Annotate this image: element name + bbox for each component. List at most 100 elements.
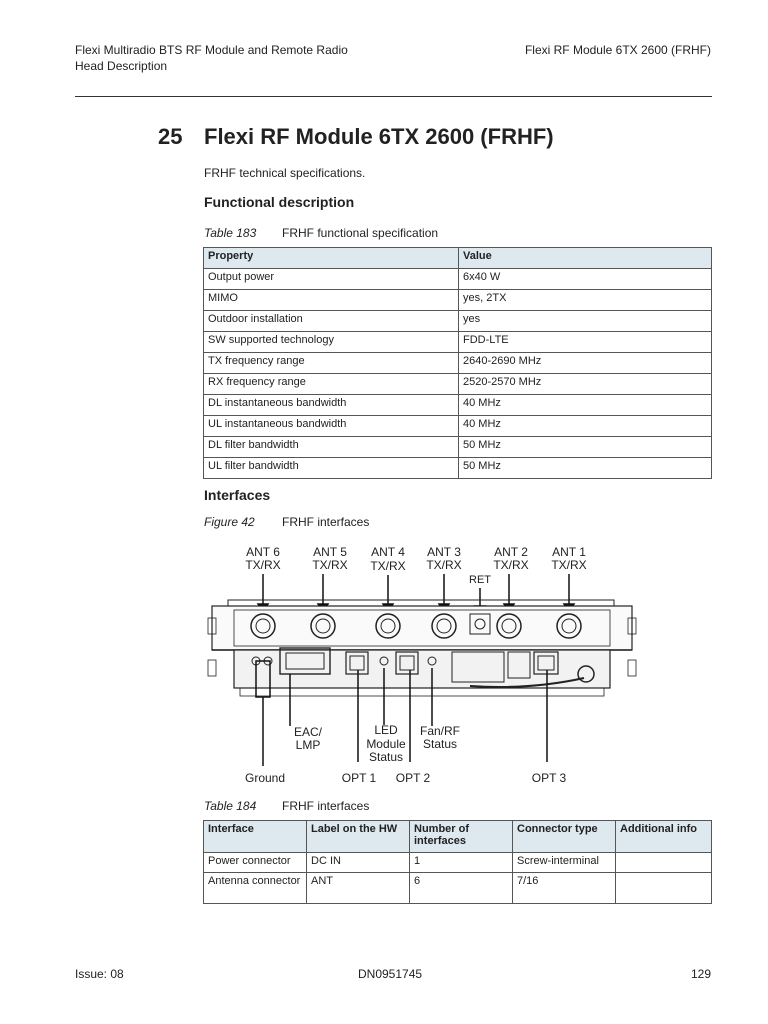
label-cell: DC IN [306, 852, 410, 873]
info-cell [615, 872, 712, 904]
value-cell: FDD-LTE [458, 331, 712, 353]
interface-cell: Power connector [203, 852, 307, 873]
property-cell: Outdoor installation [203, 310, 459, 332]
col-header-property: Property [203, 247, 459, 269]
section-heading-functional: Functional description [204, 194, 355, 210]
table-header-row: Interface Label on the HW Number of inte… [203, 820, 712, 853]
value-cell: 2640-2690 MHz [458, 352, 712, 374]
frhf-module-drawing [207, 599, 637, 697]
page-header-right: Flexi RF Module 6TX 2600 (FRHF) [524, 43, 711, 57]
connector-cell: Screw-interminal [512, 852, 616, 873]
label-ant5: ANT 5 [313, 545, 347, 559]
col-header-number: Number of interfaces [409, 820, 513, 853]
table-183-caption-text: FRHF functional specification [282, 226, 439, 240]
label-ant4: ANT 4 [371, 545, 405, 559]
number-cell: 1 [409, 852, 513, 873]
property-cell: UL instantaneous bandwidth [203, 415, 459, 437]
value-cell: 50 MHz [458, 436, 712, 458]
property-cell: Output power [203, 268, 459, 290]
label-ant6: ANT 6 [246, 545, 280, 559]
col-header-info: Additional info [615, 820, 712, 853]
value-cell: yes, 2TX [458, 289, 712, 311]
col-header-label: Label on the HW [306, 820, 410, 853]
table-184-caption-text: FRHF interfaces [282, 799, 370, 813]
col-header-value: Value [458, 247, 712, 269]
footer-page-number: 129 [690, 967, 711, 981]
property-cell: SW supported technology [203, 331, 459, 353]
label-module-status: Status [369, 750, 403, 764]
interface-cell: Antenna connector [203, 872, 307, 904]
property-cell: UL filter bandwidth [203, 457, 459, 479]
property-cell: MIMO [203, 289, 459, 311]
table-184-caption: Table 184 FRHF interfaces [204, 799, 369, 813]
connector-cell: 7/16 [512, 872, 616, 904]
label-ret: RET [469, 574, 491, 586]
label-opt3: OPT 3 [532, 771, 567, 785]
interfaces-table: Interface Label on the HW Number of inte… [203, 820, 712, 904]
label-ground: Ground [245, 771, 285, 785]
frhf-interfaces-figure: ANT 6 TX/RX ANT 5 TX/RX ANT 4 TX/RX ANT … [207, 545, 637, 785]
label-ant1: ANT 1 [552, 545, 586, 559]
port-leader-lines [255, 660, 548, 766]
number-cell: 6 [409, 872, 513, 904]
table-184-label: Table 184 [204, 799, 257, 813]
label-ant2-txrx: TX/RX [493, 558, 528, 572]
header-title-line2: Head Description [75, 59, 168, 73]
property-cell: DL filter bandwidth [203, 436, 459, 458]
value-cell: 40 MHz [458, 415, 712, 437]
figure-42-label: Figure 42 [204, 515, 255, 529]
figure-42-caption-text: FRHF interfaces [282, 515, 370, 529]
label-module: Module [366, 737, 406, 751]
property-cell: TX frequency range [203, 352, 459, 374]
value-cell: 50 MHz [458, 457, 712, 479]
label-ant4-txrx: TX/RX [370, 559, 405, 573]
footer-doc-number: DN0951745 [358, 967, 423, 981]
label-fanrf-status: Status [423, 737, 457, 751]
section-heading-interfaces: Interfaces [204, 487, 271, 503]
table-row: Power connector DC IN 1 Screw-interminal [203, 852, 712, 873]
footer-issue: Issue: 08 [75, 967, 124, 981]
page-header-left: Flexi Multiradio BTS RF Module and Remot… [75, 42, 395, 74]
label-ant2: ANT 2 [494, 545, 528, 559]
figure-42-caption: Figure 42 FRHF interfaces [204, 515, 369, 529]
col-header-connector: Connector type [512, 820, 616, 853]
info-cell [615, 852, 712, 873]
label-fanrf: Fan/RF [420, 724, 460, 738]
header-title-line1: Flexi Multiradio BTS RF Module and Remot… [75, 43, 348, 57]
label-lmp: LMP [296, 738, 321, 752]
chapter-intro: FRHF technical specifications. [204, 166, 366, 180]
label-ant3: ANT 3 [427, 545, 461, 559]
chapter-number: 25 [158, 124, 183, 149]
label-ant6-txrx: TX/RX [245, 558, 280, 572]
table-header-row: Property Value [203, 247, 712, 269]
label-ant1-txrx: TX/RX [551, 558, 586, 572]
col-header-interface: Interface [203, 820, 307, 853]
label-cell: ANT [306, 872, 410, 904]
header-rule [75, 96, 712, 97]
table-183-caption: Table 183 FRHF functional specification [204, 226, 438, 240]
label-ant3-txrx: TX/RX [426, 558, 461, 572]
label-eac: EAC/ [294, 725, 323, 739]
property-cell: DL instantaneous bandwidth [203, 394, 459, 416]
label-led: LED [374, 723, 398, 737]
label-ant5-txrx: TX/RX [312, 558, 347, 572]
table-row: Antenna connector ANT 6 7/16 [203, 872, 712, 904]
value-cell: 40 MHz [458, 394, 712, 416]
label-opt1: OPT 1 [342, 771, 377, 785]
chapter-title: Flexi RF Module 6TX 2600 (FRHF) [204, 124, 554, 149]
label-opt2: OPT 2 [396, 771, 431, 785]
property-cell: RX frequency range [203, 373, 459, 395]
table-183-label: Table 183 [204, 226, 257, 240]
value-cell: 6x40 W [458, 268, 712, 290]
